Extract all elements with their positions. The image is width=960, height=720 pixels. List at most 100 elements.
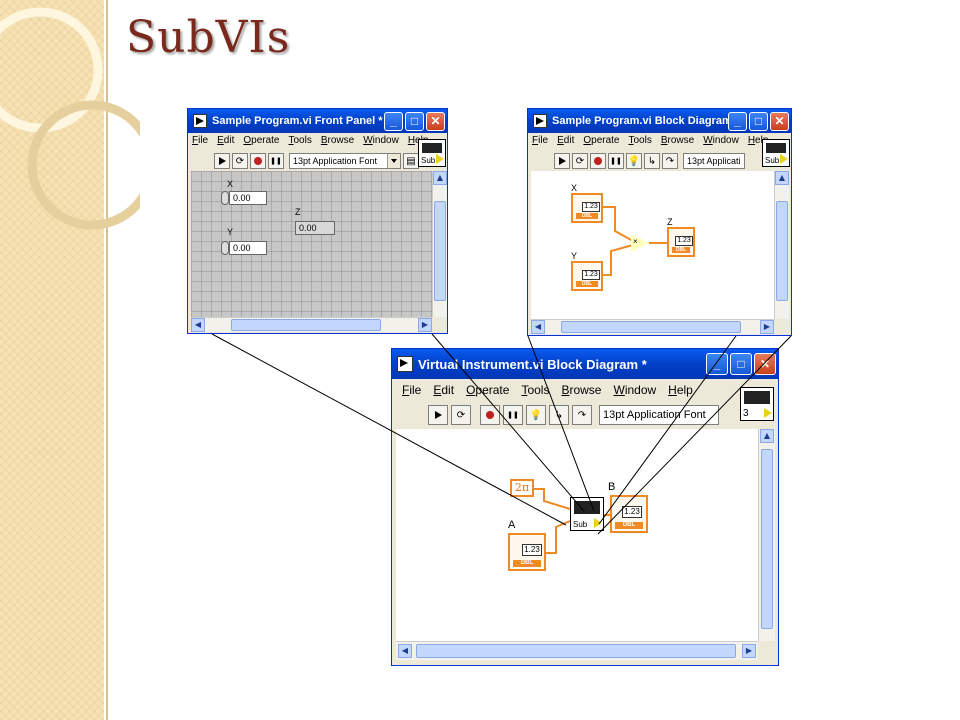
vi-connector-icon[interactable]: Sub [762, 139, 790, 167]
pause-button[interactable] [268, 153, 284, 169]
terminal-x[interactable]: 1.23 DBL [571, 193, 603, 223]
menu-tools[interactable]: Tools [628, 135, 652, 146]
step-over-icon[interactable]: ↷ [662, 153, 678, 169]
control-x-incdec[interactable] [221, 191, 229, 205]
scroll-left-icon[interactable]: ◀ [398, 644, 412, 658]
step-into-icon[interactable]: ↳ [644, 153, 660, 169]
front-panel-canvas[interactable]: X 0.00 Z 0.00 Y 0.00 [191, 171, 432, 317]
front-panel-window[interactable]: Sample Program.vi Front Panel * _ □ ✕ Fi… [187, 108, 448, 334]
menu-file[interactable]: File [402, 383, 422, 397]
minimize-icon[interactable]: _ [728, 111, 747, 131]
minimize-icon[interactable]: _ [384, 111, 403, 131]
align-icon[interactable]: ▤ [403, 153, 419, 169]
block-diagram-canvas[interactable]: X 1.23 DBL Y 1.23 DBL × Z 1.23 DBL [531, 171, 774, 319]
control-y-input[interactable]: 0.00 [229, 241, 267, 255]
font-select[interactable]: 13pt Applicati [683, 153, 745, 169]
run-button[interactable] [428, 405, 448, 425]
minimize-icon[interactable]: _ [706, 353, 728, 375]
menu-edit[interactable]: Edit [557, 135, 575, 146]
menu-operate[interactable]: Operate [243, 135, 280, 146]
vertical-scrollbar[interactable]: ▲ [432, 171, 447, 317]
scroll-thumb[interactable] [434, 201, 446, 301]
menu-help[interactable]: Help [668, 383, 693, 397]
sample-block-diagram-window[interactable]: Sample Program.vi Block Diagram * _ □ ✕ … [527, 108, 792, 336]
menu-edit[interactable]: Edit [433, 383, 455, 397]
subvi-node[interactable]: Sub [570, 497, 604, 531]
step-into-icon[interactable]: ↳ [549, 405, 569, 425]
window-title: Sample Program.vi Block Diagram * [552, 115, 728, 127]
scroll-left-icon[interactable]: ◀ [531, 320, 545, 334]
abort-button[interactable] [250, 153, 266, 169]
vi-block-diagram-window[interactable]: Virtual Instrument.vi Block Diagram * _ … [391, 348, 779, 666]
menu-browse[interactable]: Browse [561, 383, 602, 397]
terminal-y[interactable]: 1.23 DBL [571, 261, 603, 291]
run-continuously-icon[interactable]: ⟳ [232, 153, 248, 169]
terminal-a[interactable]: 1.23 DBL [508, 533, 546, 571]
menu-operate[interactable]: Operate [583, 135, 620, 146]
vi-connector-icon[interactable]: 3 [740, 387, 774, 421]
menu-bar: File Edit Operate Tools Browse Window He… [532, 135, 768, 151]
highlight-execution-icon[interactable]: 💡 [626, 153, 642, 169]
terminal-b[interactable]: 1.23 DBL [610, 495, 648, 533]
sample-block-diagram-titlebar[interactable]: Sample Program.vi Block Diagram * _ □ ✕ [528, 109, 791, 133]
maximize-icon[interactable]: □ [749, 111, 768, 131]
abort-button[interactable] [480, 405, 500, 425]
menu-browse[interactable]: Browse [660, 135, 695, 146]
scroll-up-icon[interactable]: ▲ [760, 429, 774, 443]
pause-button[interactable] [503, 405, 523, 425]
horizontal-scrollbar[interactable]: ◀ ▶ [396, 641, 758, 660]
font-select[interactable]: 13pt Application Font [599, 405, 719, 425]
scroll-right-icon[interactable]: ▶ [418, 318, 432, 332]
block-diagram-canvas[interactable]: 2π A 1.23 DBL Sub B 1.23 DBL [396, 429, 758, 641]
scroll-up-icon[interactable]: ▲ [775, 171, 789, 185]
abort-button[interactable] [590, 153, 606, 169]
scroll-right-icon[interactable]: ▶ [742, 644, 756, 658]
scroll-left-icon[interactable]: ◀ [191, 318, 205, 332]
horizontal-scrollbar[interactable]: ◀ ▶ [531, 319, 774, 334]
maximize-icon[interactable]: □ [730, 353, 752, 375]
run-button[interactable] [214, 153, 230, 169]
highlight-execution-icon[interactable]: 💡 [526, 405, 546, 425]
font-select[interactable]: 13pt Application Font [289, 153, 401, 169]
window-title: Sample Program.vi Front Panel * [212, 115, 383, 127]
menu-tools[interactable]: Tools [521, 383, 550, 397]
menu-browse[interactable]: Browse [320, 135, 355, 146]
multiply-node[interactable] [631, 234, 649, 252]
scroll-thumb[interactable] [761, 449, 773, 629]
vi-block-diagram-titlebar[interactable]: Virtual Instrument.vi Block Diagram * _ … [392, 349, 778, 379]
maximize-icon[interactable]: □ [405, 111, 424, 131]
constant-2pi[interactable]: 2π [510, 479, 534, 497]
scroll-up-icon[interactable]: ▲ [433, 171, 447, 185]
menu-window[interactable]: Window [703, 135, 739, 146]
menu-file[interactable]: File [532, 135, 549, 146]
menu-help[interactable]: Help [747, 135, 769, 146]
scroll-right-icon[interactable]: ▶ [760, 320, 774, 334]
scroll-thumb[interactable] [776, 201, 788, 301]
run-button[interactable] [554, 153, 570, 169]
menu-tools[interactable]: Tools [288, 135, 312, 146]
menu-edit[interactable]: Edit [217, 135, 235, 146]
vi-connector-icon[interactable]: Sub [418, 139, 446, 167]
run-continuously-icon[interactable]: ⟳ [572, 153, 588, 169]
scroll-thumb[interactable] [416, 644, 736, 658]
run-continuously-icon[interactable]: ⟳ [451, 405, 471, 425]
front-panel-titlebar[interactable]: Sample Program.vi Front Panel * _ □ ✕ [188, 109, 447, 133]
close-icon[interactable]: ✕ [770, 111, 789, 131]
control-y-incdec[interactable] [221, 241, 229, 255]
vertical-scrollbar[interactable]: ▲ [758, 429, 775, 641]
menu-window[interactable]: Window [363, 135, 399, 146]
step-over-icon[interactable]: ↷ [572, 405, 592, 425]
pause-button[interactable] [608, 153, 624, 169]
menu-window[interactable]: Window [613, 383, 657, 397]
labview-app-icon [193, 114, 207, 128]
close-icon[interactable]: ✕ [426, 111, 445, 131]
control-x-input[interactable]: 0.00 [229, 191, 267, 205]
scroll-thumb[interactable] [561, 321, 741, 333]
terminal-z[interactable]: 1.23 DBL [667, 227, 695, 257]
horizontal-scrollbar[interactable]: ◀ ▶ [191, 317, 432, 332]
vertical-scrollbar[interactable]: ▲ [774, 171, 789, 319]
scroll-thumb[interactable] [231, 319, 381, 331]
menu-operate[interactable]: Operate [466, 383, 510, 397]
close-icon[interactable]: ✕ [754, 353, 776, 375]
menu-file[interactable]: File [192, 135, 209, 146]
